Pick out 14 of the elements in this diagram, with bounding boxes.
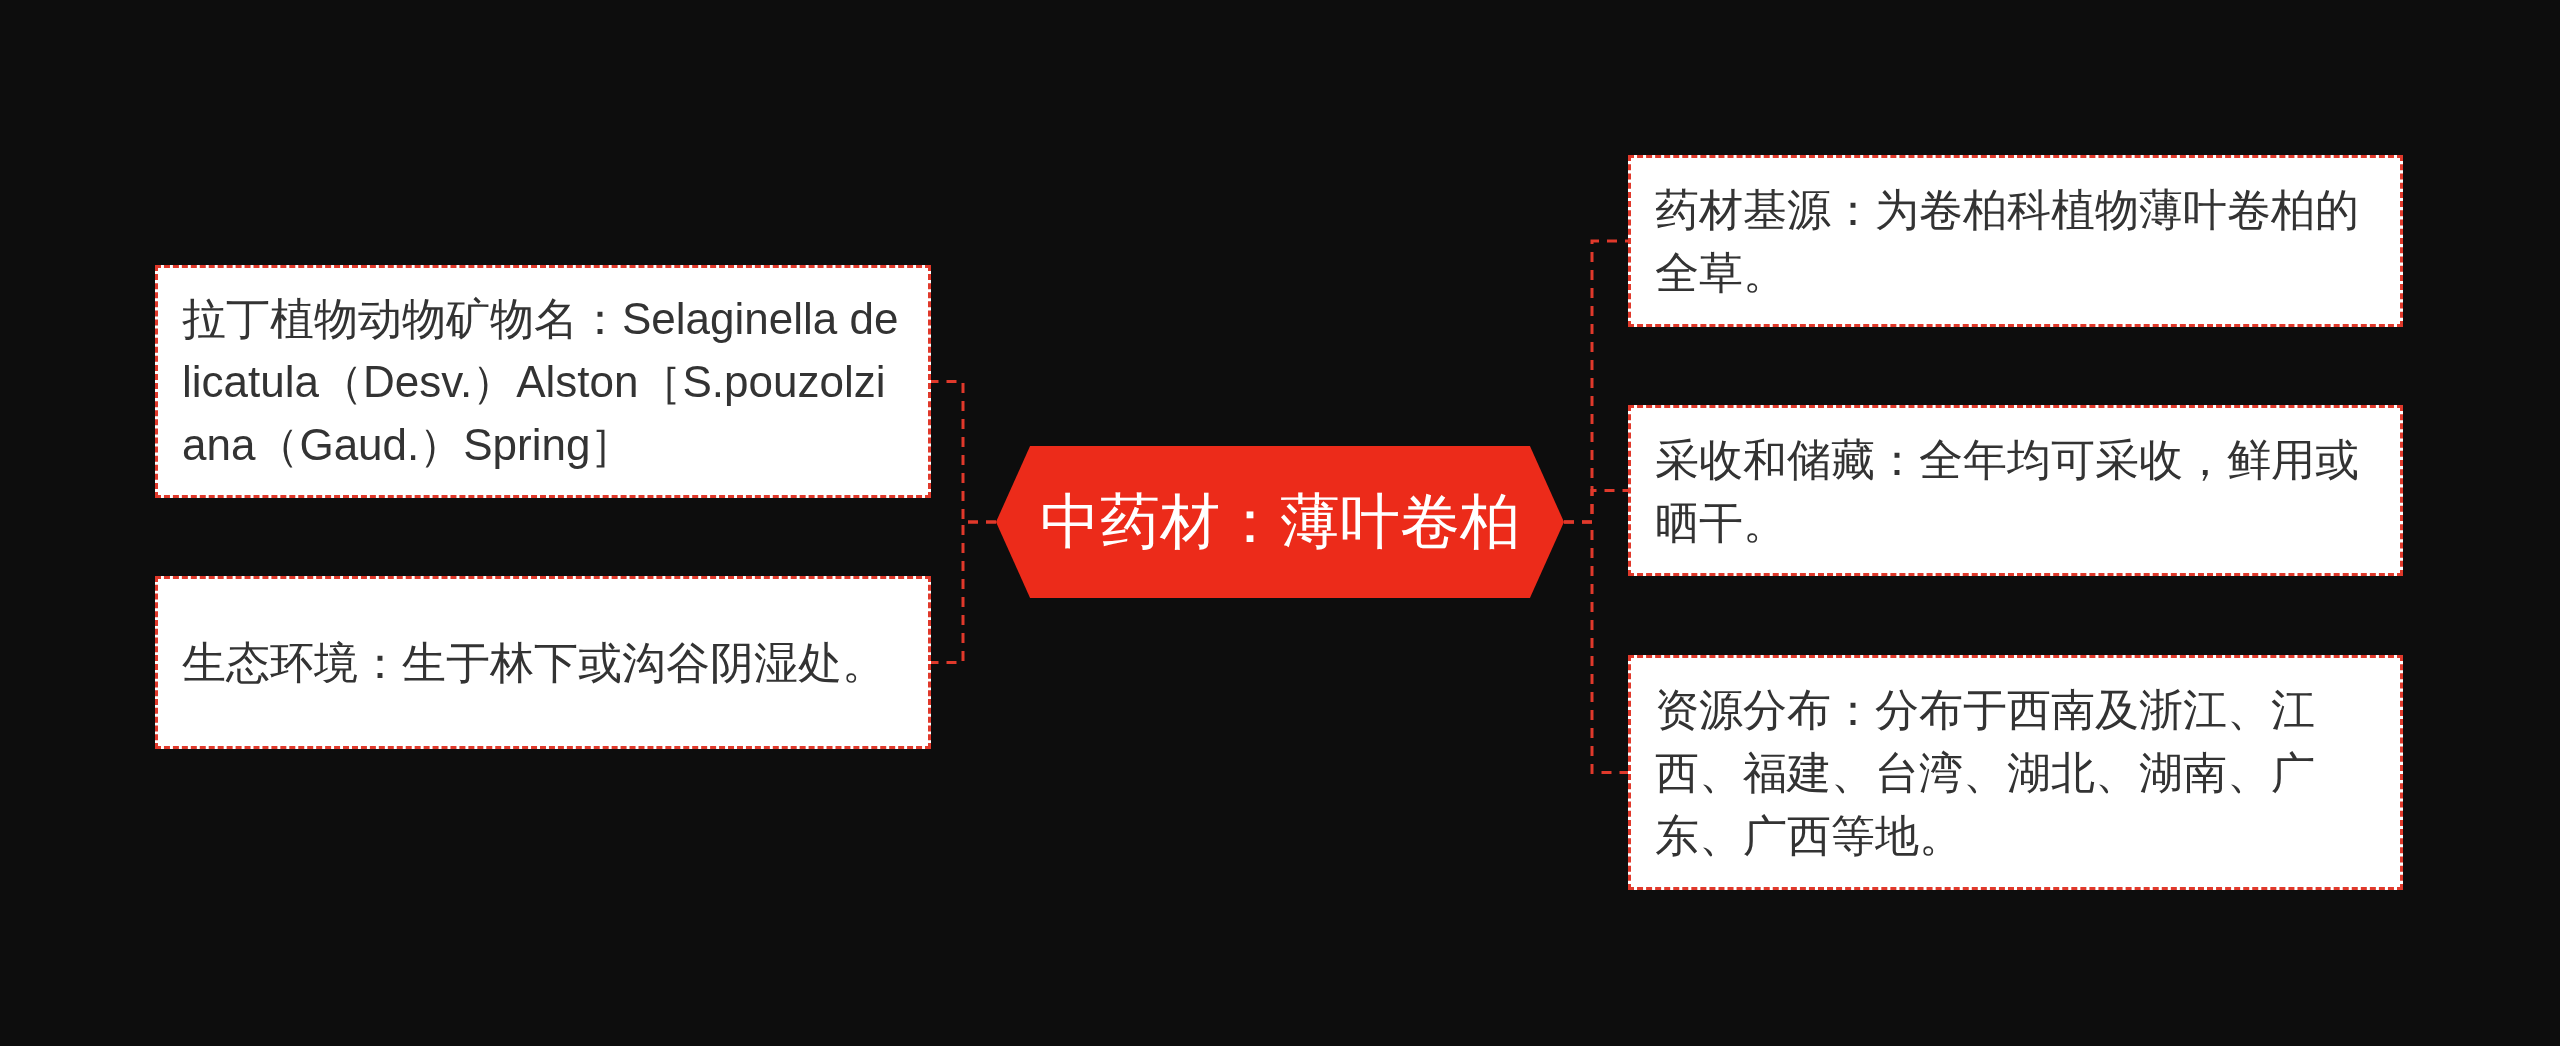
box-text: 采收和储藏：全年均可采收，鲜用或晒干。 xyxy=(1655,433,2360,549)
info-box xyxy=(155,265,931,498)
info-box xyxy=(155,576,931,749)
connector xyxy=(1564,520,1628,774)
box-text: 拉丁植物动物矿物名：Selaginella delicatula（Desv.）Alston［S.pouzolziana（Gaud.）Spring］ xyxy=(182,293,900,471)
info-box xyxy=(1628,405,2403,576)
box-text: 生态环境：生于林下或沟谷阴湿处。 xyxy=(182,637,886,689)
connector xyxy=(931,520,996,664)
info-box xyxy=(1628,155,2403,327)
topic-title: 中药材：薄叶卷柏 xyxy=(1040,486,1520,557)
topic-hexagon xyxy=(996,446,1564,598)
info-box xyxy=(1628,655,2403,890)
box-text: 资源分布：分布于西南及浙江、江西、福建、台湾、湖北、湖南、广东、广西等地。 xyxy=(1655,684,2316,862)
box-text: 药材基源：为卷柏科植物薄叶卷柏的全草。 xyxy=(1655,184,2360,299)
